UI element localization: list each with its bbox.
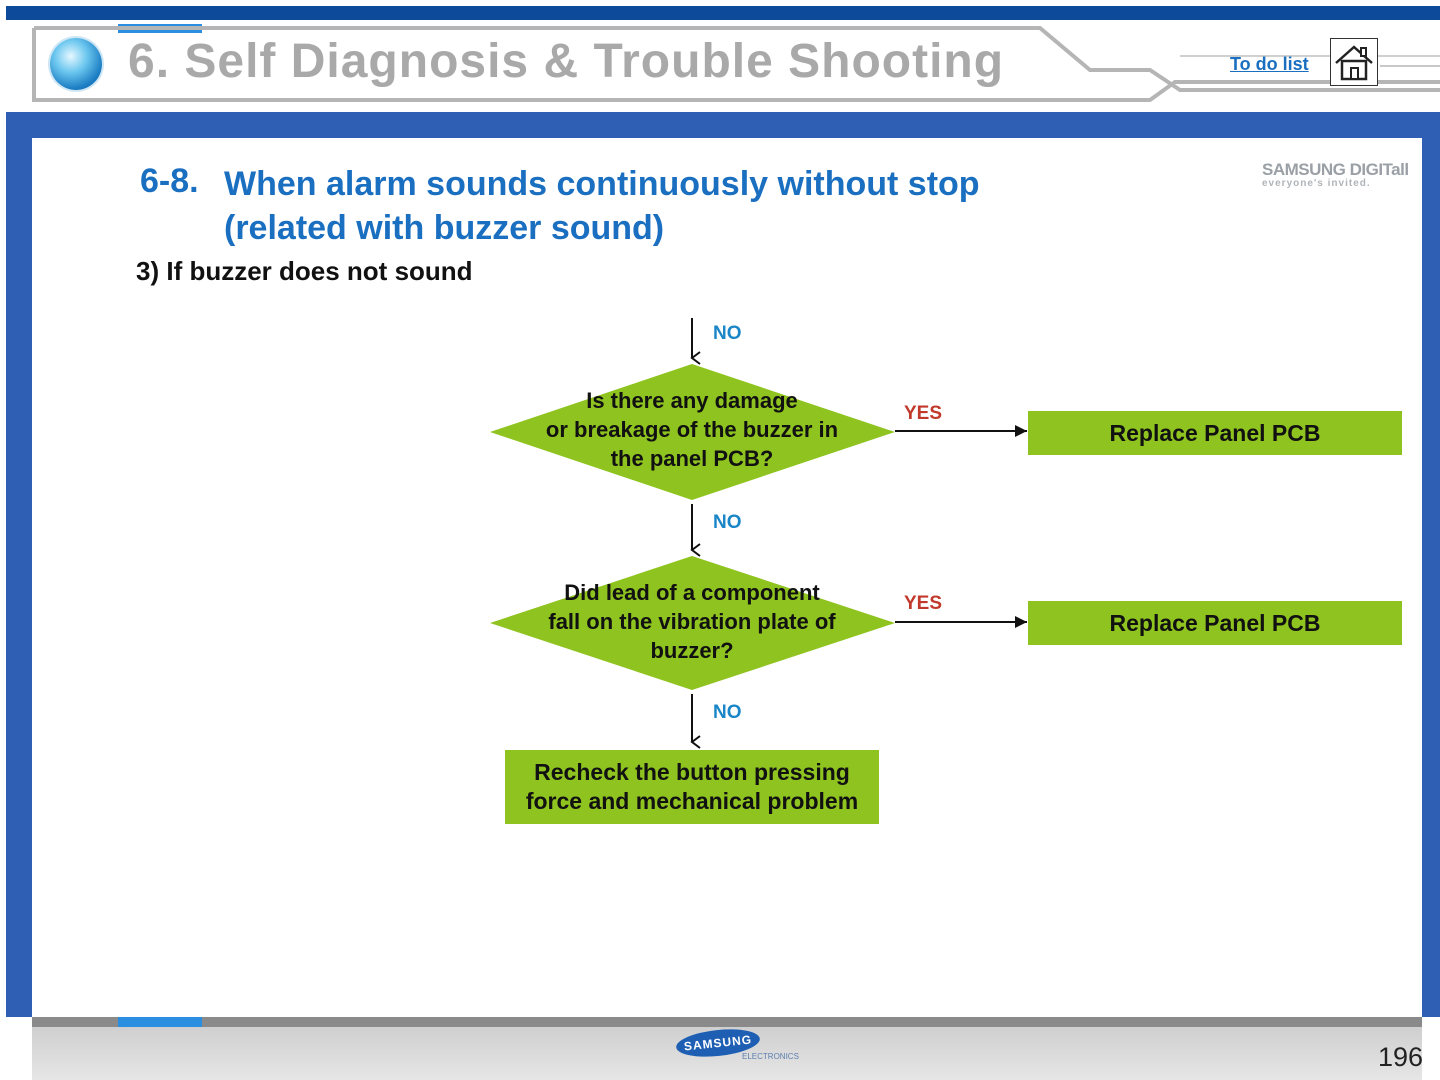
bottom-accent xyxy=(118,1017,202,1027)
section-number: 6-8. xyxy=(140,162,199,200)
decision2-yes-action: Replace Panel PCB xyxy=(1028,601,1402,645)
header-frame xyxy=(32,26,1440,102)
top-strip xyxy=(0,0,1440,6)
decision2-no-label: NO xyxy=(713,702,742,723)
todo-list-link[interactable]: To do list xyxy=(1230,54,1309,74)
decision1-line1: Is there any damage xyxy=(586,388,798,413)
section-title: When alarm sounds continuously without s… xyxy=(224,162,980,250)
brand-line1: SAMSUNG DIGITall xyxy=(1262,160,1409,179)
samsung-digitall-logo: SAMSUNG DIGITall everyone's invited. xyxy=(1262,160,1414,192)
samsung-logo-subtext: ELECTRONICS xyxy=(742,1052,799,1061)
section-title-line1: When alarm sounds continuously without s… xyxy=(224,165,980,203)
subtitle: 3) If buzzer does not sound xyxy=(136,256,473,286)
page-title: 6. Self Diagnosis & Trouble Shooting xyxy=(128,35,1005,88)
decision2-yes-label: YES xyxy=(904,593,943,614)
decision2-diamond xyxy=(490,556,895,690)
top-bar xyxy=(6,6,1440,20)
decision1-yes-action: Replace Panel PCB xyxy=(1028,411,1402,455)
globe-icon xyxy=(50,38,102,90)
decision2-line3: buzzer? xyxy=(650,638,734,663)
decision1-no-label: NO xyxy=(713,512,742,533)
final-action-line1: Recheck the button pressing xyxy=(534,759,850,785)
bottom-bar xyxy=(32,1017,1422,1027)
section-title-line2: (related with buzzer sound) xyxy=(224,209,665,247)
decision2-text: Did lead of a component fall on the vibr… xyxy=(512,578,872,665)
final-action-line2: force and mechanical problem xyxy=(525,788,859,814)
home-icon xyxy=(1335,45,1373,81)
brand-line2: everyone's invited. xyxy=(1262,178,1371,189)
page-number: 196 xyxy=(1378,1042,1424,1072)
entry-no-label: NO xyxy=(713,323,742,344)
final-action-box: Recheck the button pressing force and me… xyxy=(505,750,879,824)
header-area xyxy=(6,20,1440,112)
decision1-line2: or breakage of the buzzer in xyxy=(545,417,839,442)
decision2-line1: Did lead of a component xyxy=(564,580,820,605)
decision1-diamond xyxy=(490,364,895,500)
decision1-text: Is there any damage or breakage of the b… xyxy=(512,386,872,473)
home-button[interactable] xyxy=(1330,38,1378,86)
decision1-yes-label: YES xyxy=(904,403,943,424)
decision1-line3: the panel PCB? xyxy=(610,446,774,471)
decision2-line2: fall on the vibration plate of xyxy=(548,609,836,634)
